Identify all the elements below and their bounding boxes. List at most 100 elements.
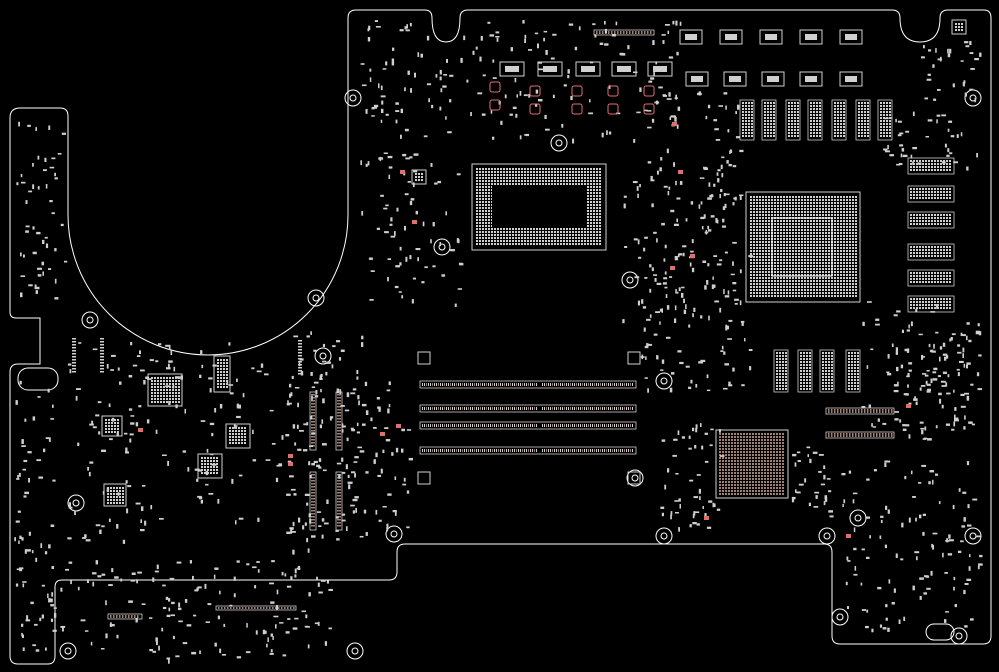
cpu-pin	[587, 213, 589, 215]
cpu-pin	[503, 240, 505, 242]
passive-component	[724, 203, 727, 208]
pch-ball	[737, 460, 739, 462]
gpu-ball	[807, 238, 809, 240]
vram-ball	[889, 120, 891, 122]
pch-ball	[773, 454, 775, 456]
passive-component	[915, 401, 918, 405]
vram-ball	[851, 388, 853, 390]
dimm-pin	[562, 449, 563, 452]
gpu-ball	[765, 247, 767, 249]
passive-component	[966, 166, 969, 171]
gpu-ball	[834, 253, 836, 255]
gpu-ball	[834, 226, 836, 228]
passive-component	[957, 372, 960, 377]
header-connector	[825, 407, 895, 415]
ic-pad	[119, 487, 121, 489]
gpu-ball	[750, 295, 752, 297]
cpu-pin	[527, 237, 529, 239]
dimm-pin	[502, 449, 503, 452]
mounting-hole-inner	[349, 94, 357, 102]
ic-pad	[178, 395, 180, 397]
gpu-ball	[828, 226, 830, 228]
cpu-pin	[551, 237, 553, 239]
vram-ball	[931, 278, 933, 280]
passive-component	[916, 556, 918, 561]
gpu-ball	[756, 196, 758, 198]
gpu-ball	[852, 229, 854, 231]
cpu-pin	[590, 228, 592, 230]
dimm-pin	[466, 383, 467, 386]
vram-ball	[825, 370, 827, 372]
dimm-pin	[596, 383, 597, 386]
vrm-pad	[617, 66, 631, 72]
vram-ball	[883, 123, 885, 125]
ic-package	[411, 169, 427, 185]
edge-pin	[100, 350, 104, 352]
vram-ball	[813, 129, 815, 131]
vram-ball	[779, 376, 781, 378]
cpu-pin	[593, 180, 595, 182]
vram-ball	[864, 126, 866, 128]
cpu-pin	[488, 219, 490, 221]
cpu-pin	[482, 180, 484, 182]
gpu-ball	[822, 196, 824, 198]
vram-ball	[822, 352, 824, 354]
ic-pad	[111, 431, 113, 433]
vram-chip	[773, 349, 789, 393]
passive-component	[407, 70, 410, 75]
vram-ball	[864, 102, 866, 104]
pch-ball	[782, 484, 784, 486]
vram-ball	[937, 169, 939, 171]
cpu-pin	[560, 240, 562, 242]
gpu-ball	[825, 289, 827, 291]
header-pin	[635, 31, 637, 34]
vram-ball	[834, 108, 836, 110]
dimm-pin	[530, 449, 531, 452]
header-pin	[287, 607, 289, 609]
gpu-ball	[786, 256, 788, 258]
passive-component	[708, 500, 713, 503]
cpu-pin	[500, 180, 502, 182]
gpu-ball	[849, 277, 851, 279]
vram-ball	[880, 111, 882, 113]
gpu-ball	[765, 271, 767, 273]
ic-pad	[163, 389, 165, 391]
gpu-ball	[750, 223, 752, 225]
passive-component	[948, 120, 953, 123]
gpu-ball	[846, 205, 848, 207]
passive-component	[623, 203, 626, 209]
pch-ball	[722, 439, 724, 441]
cpu-pin	[599, 225, 601, 227]
passive-component	[674, 97, 678, 99]
gpu-ball	[834, 262, 836, 264]
passive-component	[939, 398, 942, 404]
passive-component	[734, 298, 739, 301]
vram-ball	[843, 129, 845, 131]
dimm-pin	[452, 424, 453, 427]
dimm-pin	[458, 424, 459, 427]
cpu-pin	[503, 171, 505, 173]
vram-ball	[800, 361, 802, 363]
ic-pad	[160, 383, 162, 385]
passive-component	[724, 295, 730, 298]
gpu-ball	[804, 244, 806, 246]
pch-ball	[770, 460, 772, 462]
gpu-ball	[783, 289, 785, 291]
cpu-pin	[539, 183, 541, 185]
passive-component	[708, 229, 712, 232]
gpu-ball	[846, 217, 848, 219]
gpu-ball	[789, 292, 791, 294]
vram-ball	[937, 249, 939, 251]
gpu-ball	[756, 214, 758, 216]
vram-ball	[822, 367, 824, 369]
pch-ball	[722, 490, 724, 492]
gpu-ball	[750, 277, 752, 279]
pch-ball	[752, 457, 754, 459]
vram-ball	[767, 132, 769, 134]
vram-ball	[925, 278, 927, 280]
pch-ball	[767, 433, 769, 435]
ic-pad	[229, 442, 231, 444]
vram-ball	[913, 191, 915, 193]
dimm-pin	[498, 383, 499, 386]
